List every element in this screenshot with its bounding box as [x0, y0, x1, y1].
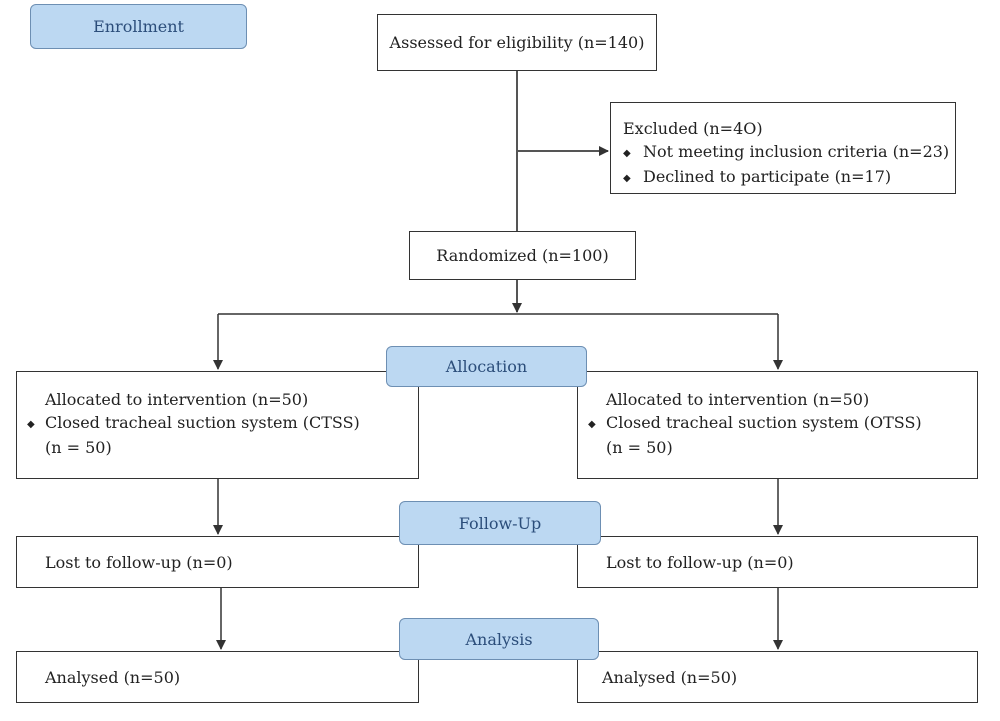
allocation-right-item: ◆ Closed tracheal suction system (OTSS)	[588, 411, 977, 436]
followup-left-text: Lost to follow-up (n=0)	[45, 553, 233, 572]
assessed-box: Assessed for eligibility (n=140)	[377, 14, 657, 71]
stage-analysis-label: Analysis	[465, 629, 533, 649]
allocation-left-item-label: Closed tracheal suction system (CTSS)	[45, 413, 360, 432]
excluded-item: ◆ Not meeting inclusion criteria (n=23)	[623, 140, 955, 165]
assessed-text: Assessed for eligibility (n=140)	[389, 33, 645, 52]
bullet-icon: ◆	[588, 419, 596, 430]
bullet-icon: ◆	[623, 173, 631, 184]
allocation-right-count: (n = 50)	[606, 438, 673, 457]
analysis-right-text: Analysed (n=50)	[602, 668, 738, 687]
followup-right-text: Lost to follow-up (n=0)	[606, 553, 794, 572]
followup-right-box: Lost to follow-up (n=0)	[577, 536, 978, 588]
allocation-left-count: (n = 50)	[45, 438, 112, 457]
allocation-right-title: Allocated to intervention (n=50)	[606, 390, 870, 409]
excluded-item: ◆ Declined to participate (n=17)	[623, 165, 955, 190]
excluded-title: Excluded (n=4O)	[623, 119, 763, 138]
analysis-right-box: Analysed (n=50)	[577, 651, 978, 703]
stage-allocation: Allocation	[386, 346, 587, 387]
stage-enrollment: Enrollment	[30, 4, 247, 49]
randomized-box: Randomized (n=100)	[409, 231, 636, 280]
excluded-item-label: Declined to participate (n=17)	[643, 167, 892, 186]
analysis-left-text: Analysed (n=50)	[45, 668, 181, 687]
randomized-text: Randomized (n=100)	[436, 246, 609, 265]
stage-follow-up: Follow-Up	[399, 501, 601, 545]
stage-follow-up-label: Follow-Up	[458, 513, 542, 533]
stage-allocation-label: Allocation	[445, 357, 528, 376]
followup-left-box: Lost to follow-up (n=0)	[16, 536, 419, 588]
allocation-left-item: ◆ Closed tracheal suction system (CTSS)	[27, 411, 418, 436]
analysis-left-box: Analysed (n=50)	[16, 651, 419, 703]
allocation-left-title: Allocated to intervention (n=50)	[45, 390, 309, 409]
stage-analysis: Analysis	[399, 618, 599, 660]
stage-enrollment-label: Enrollment	[93, 17, 184, 36]
bullet-icon: ◆	[623, 148, 631, 159]
excluded-item-label: Not meeting inclusion criteria (n=23)	[643, 142, 950, 161]
allocation-right-box: Allocated to intervention (n=50) ◆ Closed…	[577, 371, 978, 479]
excluded-box: Excluded (n=4O) ◆ Not meeting inclusion c…	[610, 102, 956, 194]
bullet-icon: ◆	[27, 419, 35, 430]
allocation-left-box: Allocated to intervention (n=50) ◆ Closed…	[16, 371, 419, 479]
allocation-right-item-label: Closed tracheal suction system (OTSS)	[606, 413, 922, 432]
